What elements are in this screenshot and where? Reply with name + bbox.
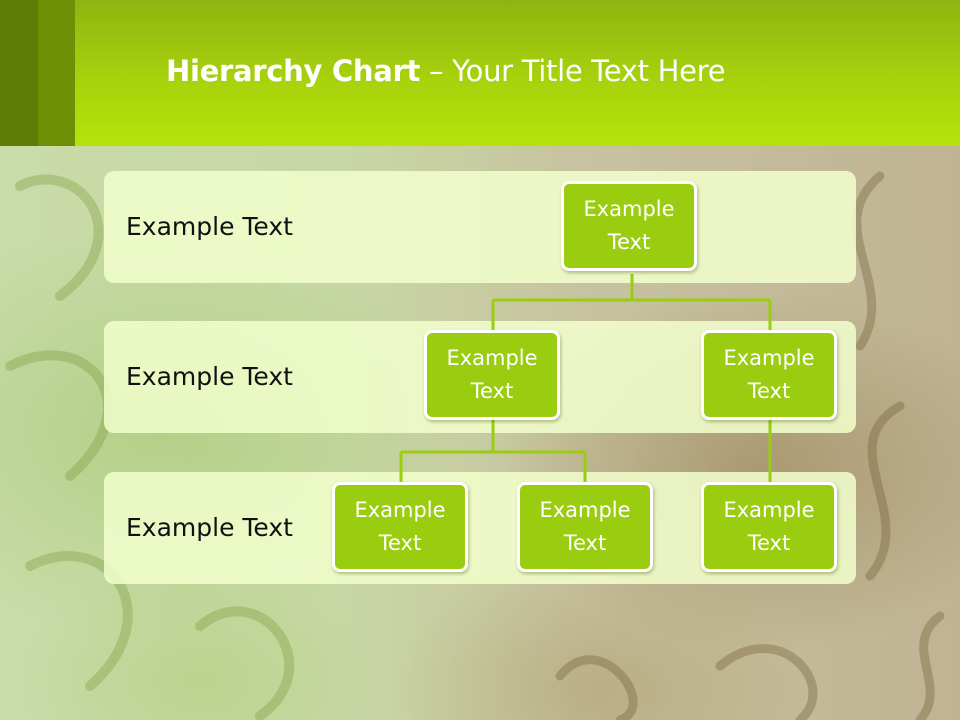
level-1-label: Example Text — [126, 212, 293, 241]
header-bar: Hierarchy Chart – Your Title Text Here — [0, 0, 960, 146]
slide-title-rest: – Your Title Text Here — [420, 54, 726, 88]
slide-title: Hierarchy Chart – Your Title Text Here — [166, 54, 726, 88]
seaweed-background-texture — [5, 171, 945, 720]
level-2-label: Example Text — [126, 362, 293, 391]
node-level2-left: Example Text — [424, 330, 560, 420]
node-level2-right: Example Text — [701, 330, 837, 420]
node-level3-left: Example Text — [332, 482, 468, 572]
slide-title-bold: Hierarchy Chart — [166, 54, 421, 88]
level-3-label: Example Text — [126, 513, 293, 542]
node-root: Example Text — [561, 181, 697, 271]
header-accent-mid — [38, 0, 75, 146]
header-accent-dark — [0, 0, 38, 146]
level-band-1: Example Text — [104, 171, 856, 283]
node-level3-middle: Example Text — [517, 482, 653, 572]
node-level3-right: Example Text — [701, 482, 837, 572]
